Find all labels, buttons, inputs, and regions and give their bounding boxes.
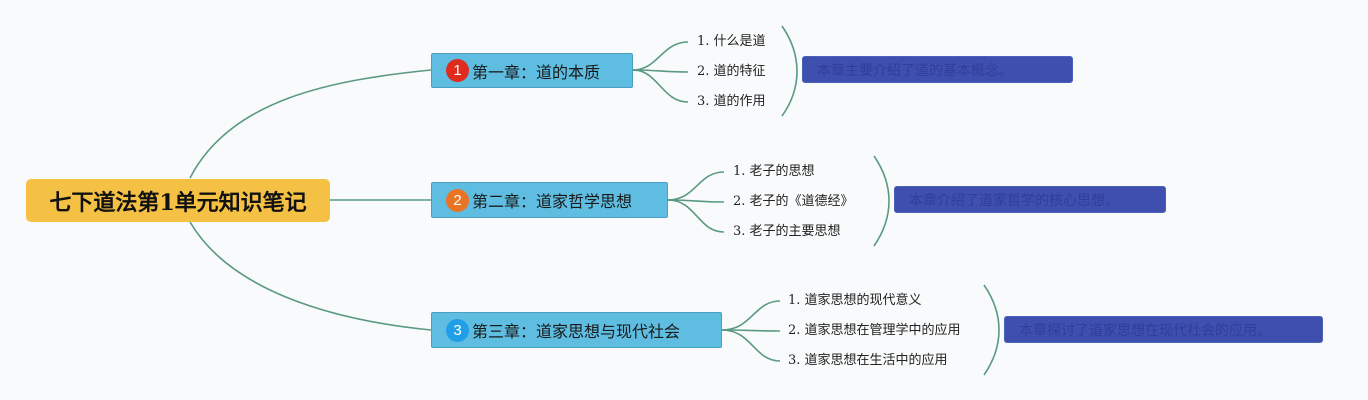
link-ch1-sub1 bbox=[632, 41, 689, 71]
chapter-1-subtopic-1[interactable]: 1. 什么是道 bbox=[697, 34, 766, 49]
number-badge-icon: 2 bbox=[446, 188, 469, 212]
chapter-3-subtopic-1[interactable]: 1. 道家思想的现代意义 bbox=[788, 293, 922, 308]
link-ch2-sub3 bbox=[667, 199, 725, 233]
chapter-3-title: 第三章：道家思想与现代社会 bbox=[472, 322, 681, 341]
chapter-2-subtopic-1[interactable]: 1. 老子的思想 bbox=[733, 164, 815, 179]
chapter-2-title: 第二章：道家哲学思想 bbox=[472, 192, 633, 211]
chapter-1-subtopic-3[interactable]: 3. 道的作用 bbox=[697, 94, 766, 109]
link-root-ch1 bbox=[189, 69, 432, 179]
number-badge-icon: 3 bbox=[446, 318, 469, 342]
chapter-1-node[interactable]: 1 第一章：道的本质 bbox=[431, 53, 633, 88]
link-ch1-sub3 bbox=[632, 69, 689, 103]
bracket-ch2 bbox=[873, 155, 890, 247]
chapter-1-subtopic-2[interactable]: 2. 道的特征 bbox=[697, 64, 766, 79]
link-ch3-sub3 bbox=[721, 329, 781, 362]
chapter-3-summary-note[interactable]: 本章探讨了道家思想在现代社会的应用。 bbox=[1004, 316, 1323, 343]
chapter-2-subtopic-2[interactable]: 2. 老子的《道德经》 bbox=[733, 194, 854, 209]
chapter-2-subtopic-3[interactable]: 3. 老子的主要思想 bbox=[733, 224, 841, 239]
bracket-ch1 bbox=[781, 25, 798, 117]
chapter-1-title: 第一章：道的本质 bbox=[472, 62, 601, 82]
chapter-3-subtopic-2[interactable]: 2. 道家思想在管理学中的应用 bbox=[788, 323, 961, 338]
link-ch2-sub1 bbox=[667, 171, 725, 201]
bracket-ch3 bbox=[983, 284, 1000, 376]
chapter-1-summary-text: 本章主要介绍了道的基本概念。 bbox=[817, 62, 1013, 79]
link-ch3-sub1 bbox=[721, 300, 781, 331]
link-root-ch3 bbox=[189, 221, 432, 331]
chapter-2-summary-text: 本章介绍了道家哲学的核心思想。 bbox=[909, 192, 1119, 209]
number-badge-icon: 1 bbox=[446, 59, 469, 82]
chapter-2-summary-note[interactable]: 本章介绍了道家哲学的核心思想。 bbox=[894, 186, 1166, 213]
chapter-3-subtopic-3[interactable]: 3. 道家思想在生活中的应用 bbox=[788, 353, 948, 368]
chapter-1-summary-note[interactable]: 本章主要介绍了道的基本概念。 bbox=[802, 56, 1073, 83]
root-topic-label: 七下道法第1单元知识笔记 bbox=[49, 189, 307, 216]
chapter-3-summary-text: 本章探讨了道家思想在现代社会的应用。 bbox=[1019, 322, 1271, 339]
root-topic[interactable]: 七下道法第1单元知识笔记 bbox=[26, 179, 330, 222]
chapter-2-node[interactable]: 2 第二章：道家哲学思想 bbox=[431, 182, 668, 218]
chapter-3-node[interactable]: 3 第三章：道家思想与现代社会 bbox=[431, 312, 722, 348]
